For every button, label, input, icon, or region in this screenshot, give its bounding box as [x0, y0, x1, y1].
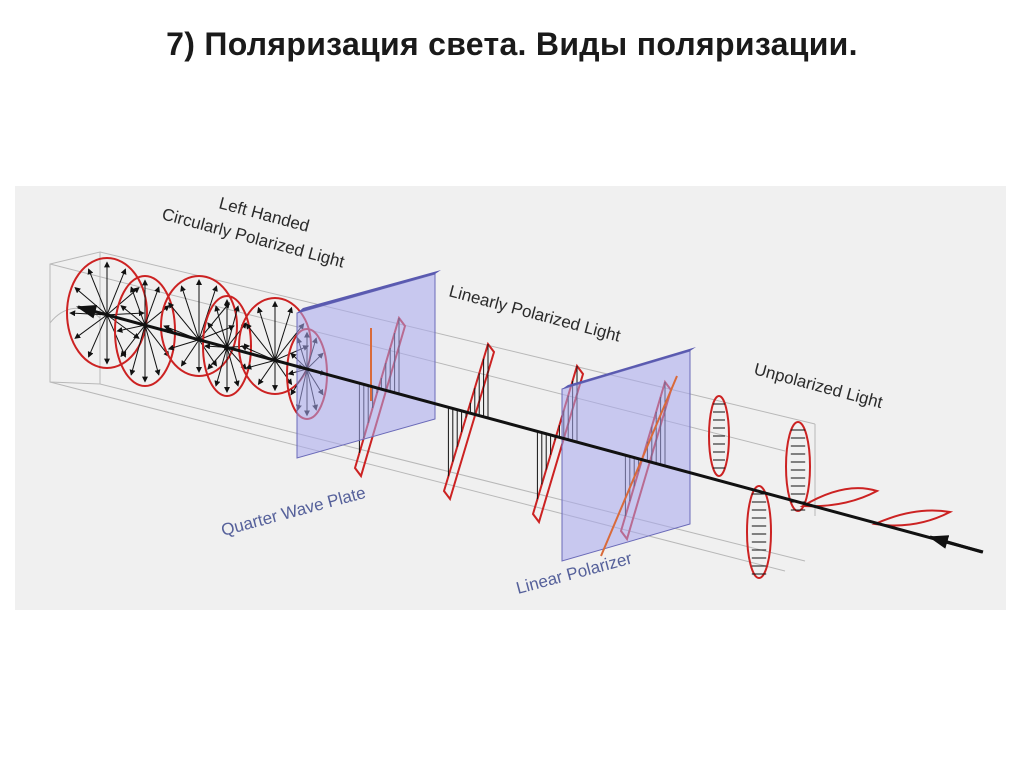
field-vector-arrow — [106, 314, 140, 339]
field-vector-arrow — [180, 285, 200, 340]
quarter-wave-plate — [296, 270, 441, 459]
field-vector-arrow — [144, 305, 170, 326]
field-vector-arrow — [214, 347, 228, 387]
field-vector-arrow — [207, 347, 228, 370]
diagram-panel: Left Handed Circularly Polarized Light L… — [15, 186, 1006, 610]
polarization-diagram: Left Handed Circularly Polarized Light L… — [49, 194, 984, 598]
field-vector-arrow — [106, 310, 145, 317]
slide-title: 7) Поляризация света. Виды поляризации. — [166, 26, 858, 62]
field-vector-arrow — [129, 325, 146, 376]
label-linearly-polarized: Linearly Polarized Light — [447, 282, 623, 346]
circular-wave-ellipse — [202, 295, 252, 397]
field-vector-arrow — [168, 302, 200, 341]
field-vector-arrow — [87, 268, 108, 316]
field-vector-arrow — [74, 287, 108, 316]
field-vector-arrow — [214, 305, 228, 348]
field-vector-arrow — [245, 323, 276, 361]
linear-wave-lobe — [442, 341, 496, 502]
field-vector-arrow — [120, 324, 146, 358]
field-vector-arrow — [198, 285, 218, 340]
unpolarized-horizontal-lobe — [871, 509, 954, 527]
field-vector-arrow — [144, 324, 170, 358]
circular-wave-ellipse — [66, 257, 148, 369]
unpolarized-horizontal-lobe — [799, 487, 880, 508]
field-vector-arrow — [198, 339, 218, 367]
field-vector-arrow — [245, 359, 276, 370]
field-vector-arrow — [144, 286, 160, 326]
field-vector-arrow — [274, 360, 293, 386]
field-vector-arrow — [130, 286, 146, 326]
unpolarized-wave-lobe — [708, 395, 730, 477]
field-vector-arrow — [144, 325, 161, 376]
incoming-arrow — [928, 535, 983, 554]
field-vector-arrow — [226, 347, 240, 387]
field-vector-arrow — [120, 305, 146, 326]
field-vector-arrow — [106, 314, 127, 358]
field-vector-arrow — [226, 322, 247, 348]
field-vector-arrow — [87, 314, 108, 358]
unpolarized-wave-lobe — [785, 421, 811, 512]
field-vector-arrow — [226, 305, 240, 348]
field-vector-arrow — [257, 360, 276, 386]
field-vector-arrow — [167, 339, 200, 351]
label-quarter-wave-plate: Quarter Wave Plate — [219, 483, 368, 540]
label-unpolarized: Unpolarized Light — [752, 360, 885, 413]
field-vector-arrow — [257, 306, 276, 361]
circular-wave-ellipse — [160, 275, 238, 377]
field-vector-arrow — [198, 325, 235, 341]
field-vector-arrow — [74, 314, 108, 339]
field-vector-arrow — [106, 268, 127, 316]
circular-wave-ellipse — [114, 275, 176, 387]
propagation-axis — [76, 304, 984, 554]
field-vector-arrow — [274, 306, 293, 361]
field-vector-arrow — [207, 322, 228, 348]
field-vector-arrow — [116, 324, 146, 333]
field-vector-arrow — [180, 339, 200, 367]
unpolarized-wave-lobe — [746, 485, 772, 579]
